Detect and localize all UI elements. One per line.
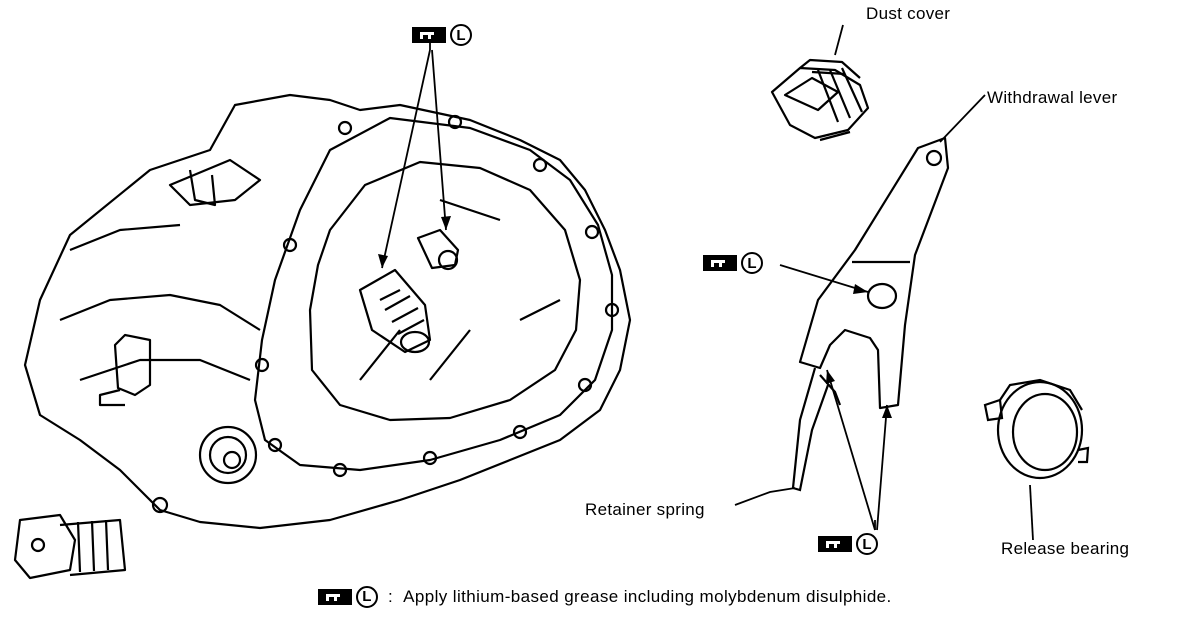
grease-letter: L: [856, 533, 878, 555]
grease-footnote: L : Apply lithium-based grease including…: [318, 586, 892, 608]
footnote-text: Apply lithium-based grease including mol…: [403, 587, 892, 606]
transaxle-housing: [13, 93, 632, 580]
grease-symbol-lever-pivot: L: [703, 252, 763, 274]
grease-icon: [412, 27, 446, 43]
label-dust-cover: Dust cover: [866, 4, 951, 23]
grease-icon: [818, 536, 852, 552]
grease-symbol-lever-fork: L: [818, 533, 878, 555]
grease-letter: L: [356, 586, 378, 608]
withdrawal-lever: [798, 136, 950, 410]
label-withdrawal-lever: Withdrawal lever: [987, 88, 1118, 107]
grease-letter: L: [741, 252, 763, 274]
retainer-spring: [791, 367, 842, 492]
footnote-separator: :: [388, 587, 394, 606]
grease-icon: [703, 255, 737, 271]
arrow-heads: [378, 216, 892, 418]
release-bearing: [983, 378, 1090, 480]
leader-lines: [381, 24, 1034, 541]
grease-symbol-input-shaft: L: [412, 24, 472, 46]
grease-icon: [318, 589, 352, 605]
label-release-bearing: Release bearing: [1001, 539, 1130, 558]
dust-cover: [770, 58, 870, 142]
grease-letter: L: [450, 24, 472, 46]
grease-symbol-legend: L: [318, 586, 378, 608]
label-retainer-spring: Retainer spring: [585, 500, 705, 519]
